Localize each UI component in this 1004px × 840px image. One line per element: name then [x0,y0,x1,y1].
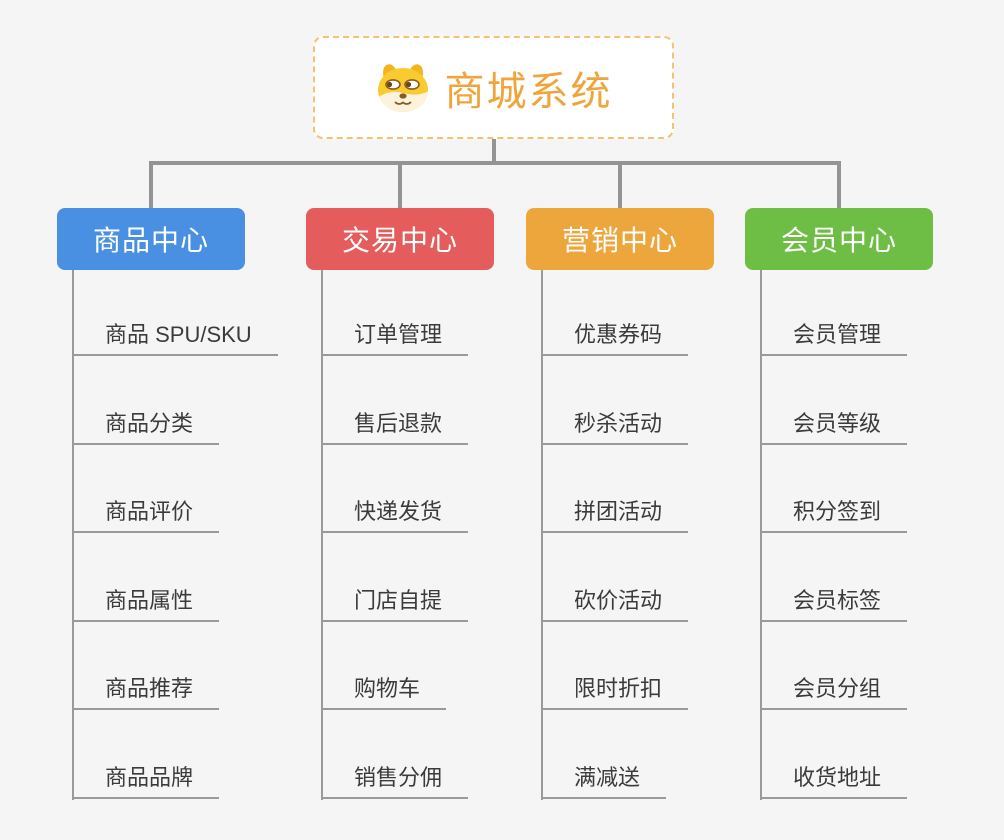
leaf-label: 订单管理 [354,322,443,347]
column-spine-line [541,270,543,800]
leaf-topic[interactable]: 拼团活动 [541,497,689,533]
leaf-label: 商品 SPU/SKU [105,322,252,347]
leaf-topic[interactable]: 积分签到 [760,497,908,533]
leaf-topic[interactable]: 会员等级 [760,409,908,445]
branch-label: 交易中心 [341,225,458,256]
leaf-topic[interactable]: 门店自提 [321,586,469,622]
branch-drop-connector [149,163,153,208]
leaf-topic[interactable]: 会员管理 [760,320,908,356]
leaf-topic[interactable]: 商品评价 [72,497,220,533]
leaf-label: 会员分组 [793,676,882,701]
leaf-topic[interactable]: 售后退款 [321,409,469,445]
dog-face-icon [375,62,431,114]
leaf-topic[interactable]: 快递发货 [321,497,469,533]
leaf-label: 秒杀活动 [574,411,663,436]
branch-label: 商品中心 [92,225,209,256]
root-stem-connector [492,139,496,164]
branch-node-member-center[interactable]: 会员中心 [745,208,933,270]
column-spine-line [72,270,74,800]
branch-drop-connector [398,163,402,208]
leaf-topic[interactable]: 会员分组 [760,674,908,710]
leaf-topic[interactable]: 秒杀活动 [541,409,689,445]
branch-label: 营销中心 [561,225,678,256]
leaf-topic[interactable]: 商品品牌 [72,763,220,799]
leaf-label: 优惠券码 [574,322,663,347]
leaf-topic[interactable]: 订单管理 [321,320,469,356]
branch-node-trade-center[interactable]: 交易中心 [306,208,494,270]
column-spine-line [321,270,323,800]
branch-drop-connector [837,163,841,208]
leaf-topic[interactable]: 会员标签 [760,586,908,622]
leaf-topic[interactable]: 商品推荐 [72,674,220,710]
leaf-topic[interactable]: 限时折扣 [541,674,689,710]
leaf-label: 限时折扣 [574,676,663,701]
leaf-label: 满减送 [574,765,641,790]
root-title: 商城系统 [444,69,613,114]
leaf-label: 快递发货 [354,499,443,524]
leaf-topic[interactable]: 满减送 [541,763,667,799]
branch-node-marketing-center[interactable]: 营销中心 [526,208,714,270]
leaf-label: 商品品牌 [105,765,194,790]
branch-drop-connector [618,163,622,208]
leaf-label: 售后退款 [354,411,443,436]
leaf-label: 砍价活动 [574,588,663,613]
leaf-label: 拼团活动 [574,499,663,524]
root-node[interactable]: 商城系统 [313,36,674,139]
branch-horizontal-connector [149,161,841,165]
leaf-label: 销售分佣 [354,765,443,790]
leaf-topic[interactable]: 收货地址 [760,763,908,799]
leaf-label: 门店自提 [354,588,443,613]
leaf-topic[interactable]: 销售分佣 [321,763,469,799]
leaf-label: 商品推荐 [105,676,194,701]
leaf-topic[interactable]: 优惠券码 [541,320,689,356]
leaf-label: 会员标签 [793,588,882,613]
column-spine-line [760,270,762,800]
leaf-topic[interactable]: 商品分类 [72,409,220,445]
leaf-label: 会员等级 [793,411,882,436]
leaf-label: 会员管理 [793,322,882,347]
leaf-topic[interactable]: 商品属性 [72,586,220,622]
leaf-label: 商品评价 [105,499,194,524]
branch-node-product-center[interactable]: 商品中心 [57,208,245,270]
leaf-label: 购物车 [354,676,421,701]
leaf-label: 商品属性 [105,588,194,613]
leaf-topic[interactable]: 购物车 [321,674,447,710]
branch-label: 会员中心 [780,225,897,256]
leaf-label: 收货地址 [793,765,882,790]
leaf-label: 积分签到 [793,499,882,524]
leaf-topic[interactable]: 砍价活动 [541,586,689,622]
leaf-topic[interactable]: 商品 SPU/SKU [72,320,278,356]
leaf-label: 商品分类 [105,411,194,436]
